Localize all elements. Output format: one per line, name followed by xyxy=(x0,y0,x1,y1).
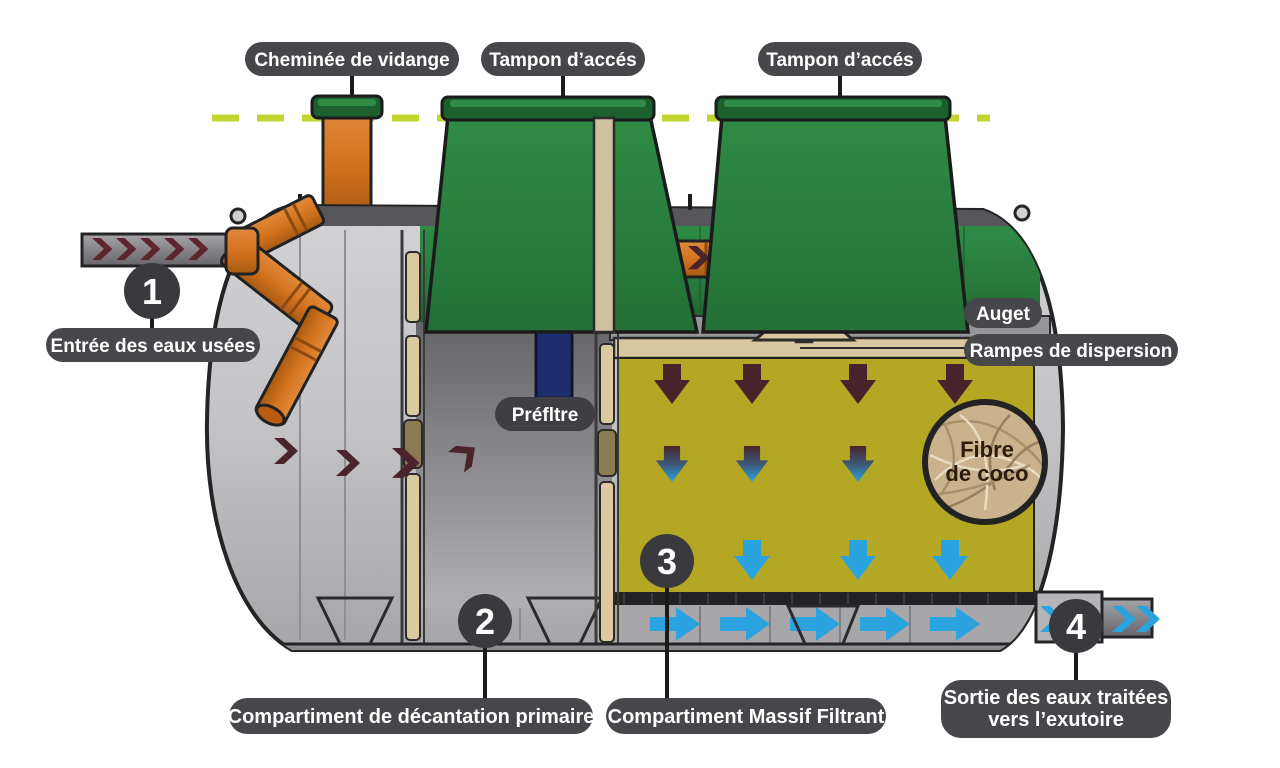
drain-chimney xyxy=(310,94,384,220)
svg-text:Préfltre: Préfltre xyxy=(512,405,579,426)
drain-grid-band xyxy=(612,592,1042,605)
svg-text:Tampon d’accés: Tampon d’accés xyxy=(766,50,913,71)
svg-text:Compartiment Massif Filtrant: Compartiment Massif Filtrant xyxy=(608,706,885,728)
svg-text:Entrée des eaux usées: Entrée des eaux usées xyxy=(51,336,256,357)
label-trough: Auget xyxy=(964,298,1042,328)
svg-text:Auget: Auget xyxy=(976,304,1031,325)
label-outlet: Sortie des eaux traitées vers l’exutoire xyxy=(941,680,1171,738)
label-access-hatch-2: Tampon d’accés xyxy=(758,42,922,76)
base-plate xyxy=(264,642,1044,650)
chamber2-shadow xyxy=(416,318,612,608)
svg-text:vers l’exutoire: vers l’exutoire xyxy=(988,709,1124,731)
svg-text:4: 4 xyxy=(1066,606,1086,647)
marker-4: 4 xyxy=(1049,599,1103,653)
cover-partition-strip xyxy=(592,116,616,334)
svg-text:Tampon d’accés: Tampon d’accés xyxy=(489,50,636,71)
label-dispersion-ramps: Rampes de dispersion xyxy=(964,334,1178,366)
labels-layer: Cheminée de vidange Tampon d’accés Tampo… xyxy=(46,42,1178,738)
marker-1: 1 xyxy=(124,263,180,319)
svg-text:3: 3 xyxy=(657,541,677,582)
label-access-hatch-1: Tampon d’accés xyxy=(481,42,645,76)
svg-text:Sortie des eaux traitées: Sortie des eaux traitées xyxy=(944,687,1169,709)
coco-fiber-inset: Fibre de coco xyxy=(922,399,1048,525)
numbered-markers: 1 2 3 4 xyxy=(124,263,1103,653)
label-prefilter: Préfltre xyxy=(495,397,595,431)
label-inlet: Entrée des eaux usées xyxy=(46,328,260,362)
access-cover-right xyxy=(701,95,970,334)
partition-wall-1 xyxy=(400,230,425,645)
coco-fiber-label-line2: de coco xyxy=(945,461,1028,486)
svg-text:1: 1 xyxy=(142,271,162,312)
label-primary-compartment: Compartiment de décantation primaire xyxy=(228,698,595,734)
access-cover-left xyxy=(424,95,700,334)
svg-text:Cheminée de vidange: Cheminée de vidange xyxy=(254,50,449,71)
svg-text:2: 2 xyxy=(475,601,495,642)
svg-text:Rampes de dispersion: Rampes de dispersion xyxy=(970,341,1173,362)
coco-fiber-label-line1: Fibre xyxy=(960,437,1014,462)
lifting-eyes xyxy=(229,204,1031,225)
marker-3: 3 xyxy=(640,534,694,588)
svg-text:Compartiment de décantation pr: Compartiment de décantation primaire xyxy=(228,706,595,728)
inlet-tee-fitting xyxy=(219,194,339,427)
marker-2: 2 xyxy=(458,594,512,648)
label-filter-compartment: Compartiment Massif Filtrant xyxy=(606,698,886,734)
label-chimney: Cheminée de vidange xyxy=(245,42,459,76)
